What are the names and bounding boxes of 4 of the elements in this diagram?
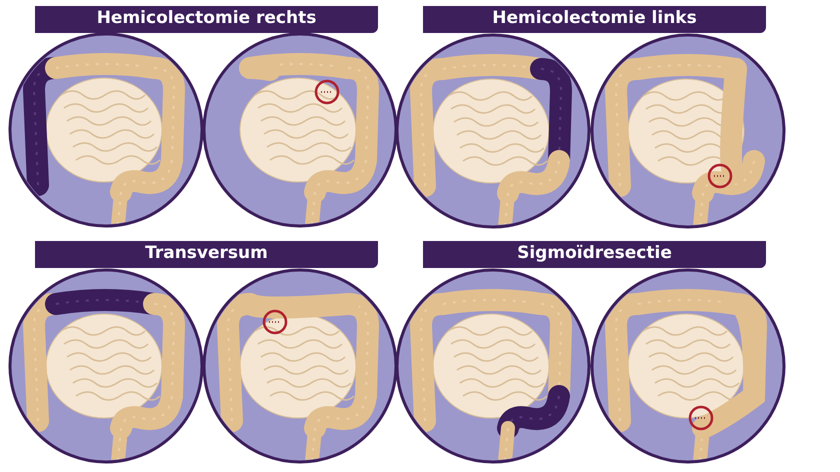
heading-banner: Transversum: [35, 241, 378, 268]
heading-banner: Hemicolectomie rechts: [35, 6, 378, 33]
heading-banner: Hemicolectomie links: [423, 6, 766, 33]
heading-banner: Sigmoïdresectie: [423, 241, 766, 268]
